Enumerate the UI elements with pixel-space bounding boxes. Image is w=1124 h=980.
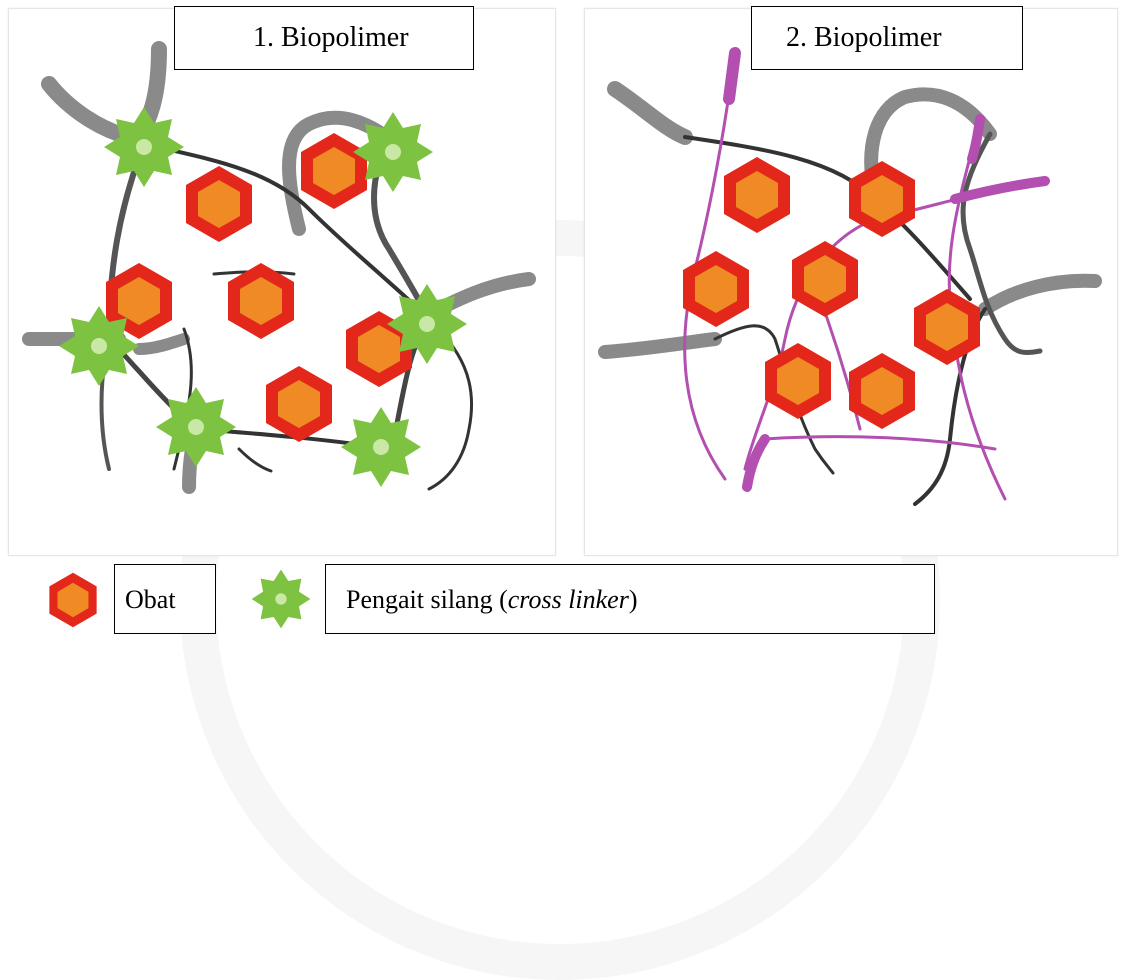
panel-1-title: 1. Biopolimer (174, 6, 474, 70)
panel-biopolymer-1 (8, 8, 556, 556)
drug-molecules-2 (683, 157, 980, 429)
crosslinker-star-icon (353, 112, 433, 192)
drug-hexagon-icon (186, 166, 252, 242)
legend-drug-label-box: Obat (114, 564, 216, 634)
panel-2-title: 2. Biopolimer (751, 6, 1023, 70)
panel-2-title-text: 2. Biopolimer (786, 22, 942, 54)
network-diagram-2 (585, 9, 1117, 555)
network-diagram-1 (9, 9, 555, 555)
panel-biopolymer-2 (584, 8, 1118, 556)
drug-hexagon-icon (724, 157, 790, 233)
drug-hexagon-icon (301, 133, 367, 209)
legend-drug-hexagon-icon (40, 570, 106, 630)
drug-hexagon-icon (266, 366, 332, 442)
legend-drug-label: Obat (125, 585, 176, 614)
crosslinker-star-icon (104, 107, 184, 187)
drug-hexagon-icon (792, 241, 858, 317)
crosslinker-star-icon (387, 284, 467, 364)
legend-crosslinker-star-icon (243, 568, 319, 630)
drug-hexagon-icon (683, 251, 749, 327)
crosslinker-star-icon (156, 387, 236, 467)
drug-hexagon-icon (849, 353, 915, 429)
crosslinker-star-icon (59, 306, 139, 386)
legend-crosslinker-label-box: Pengait silang (cross linker) (325, 564, 935, 634)
legend-crosslinker-italic: cross linker (508, 585, 629, 614)
legend-crosslinker-suffix: ) (629, 585, 638, 614)
drug-hexagon-icon (765, 343, 831, 419)
legend-crosslinker-prefix: Pengait silang ( (346, 585, 508, 614)
crosslinker-star-icon (341, 407, 421, 487)
panel-1-title-text: 1. Biopolimer (253, 22, 409, 54)
